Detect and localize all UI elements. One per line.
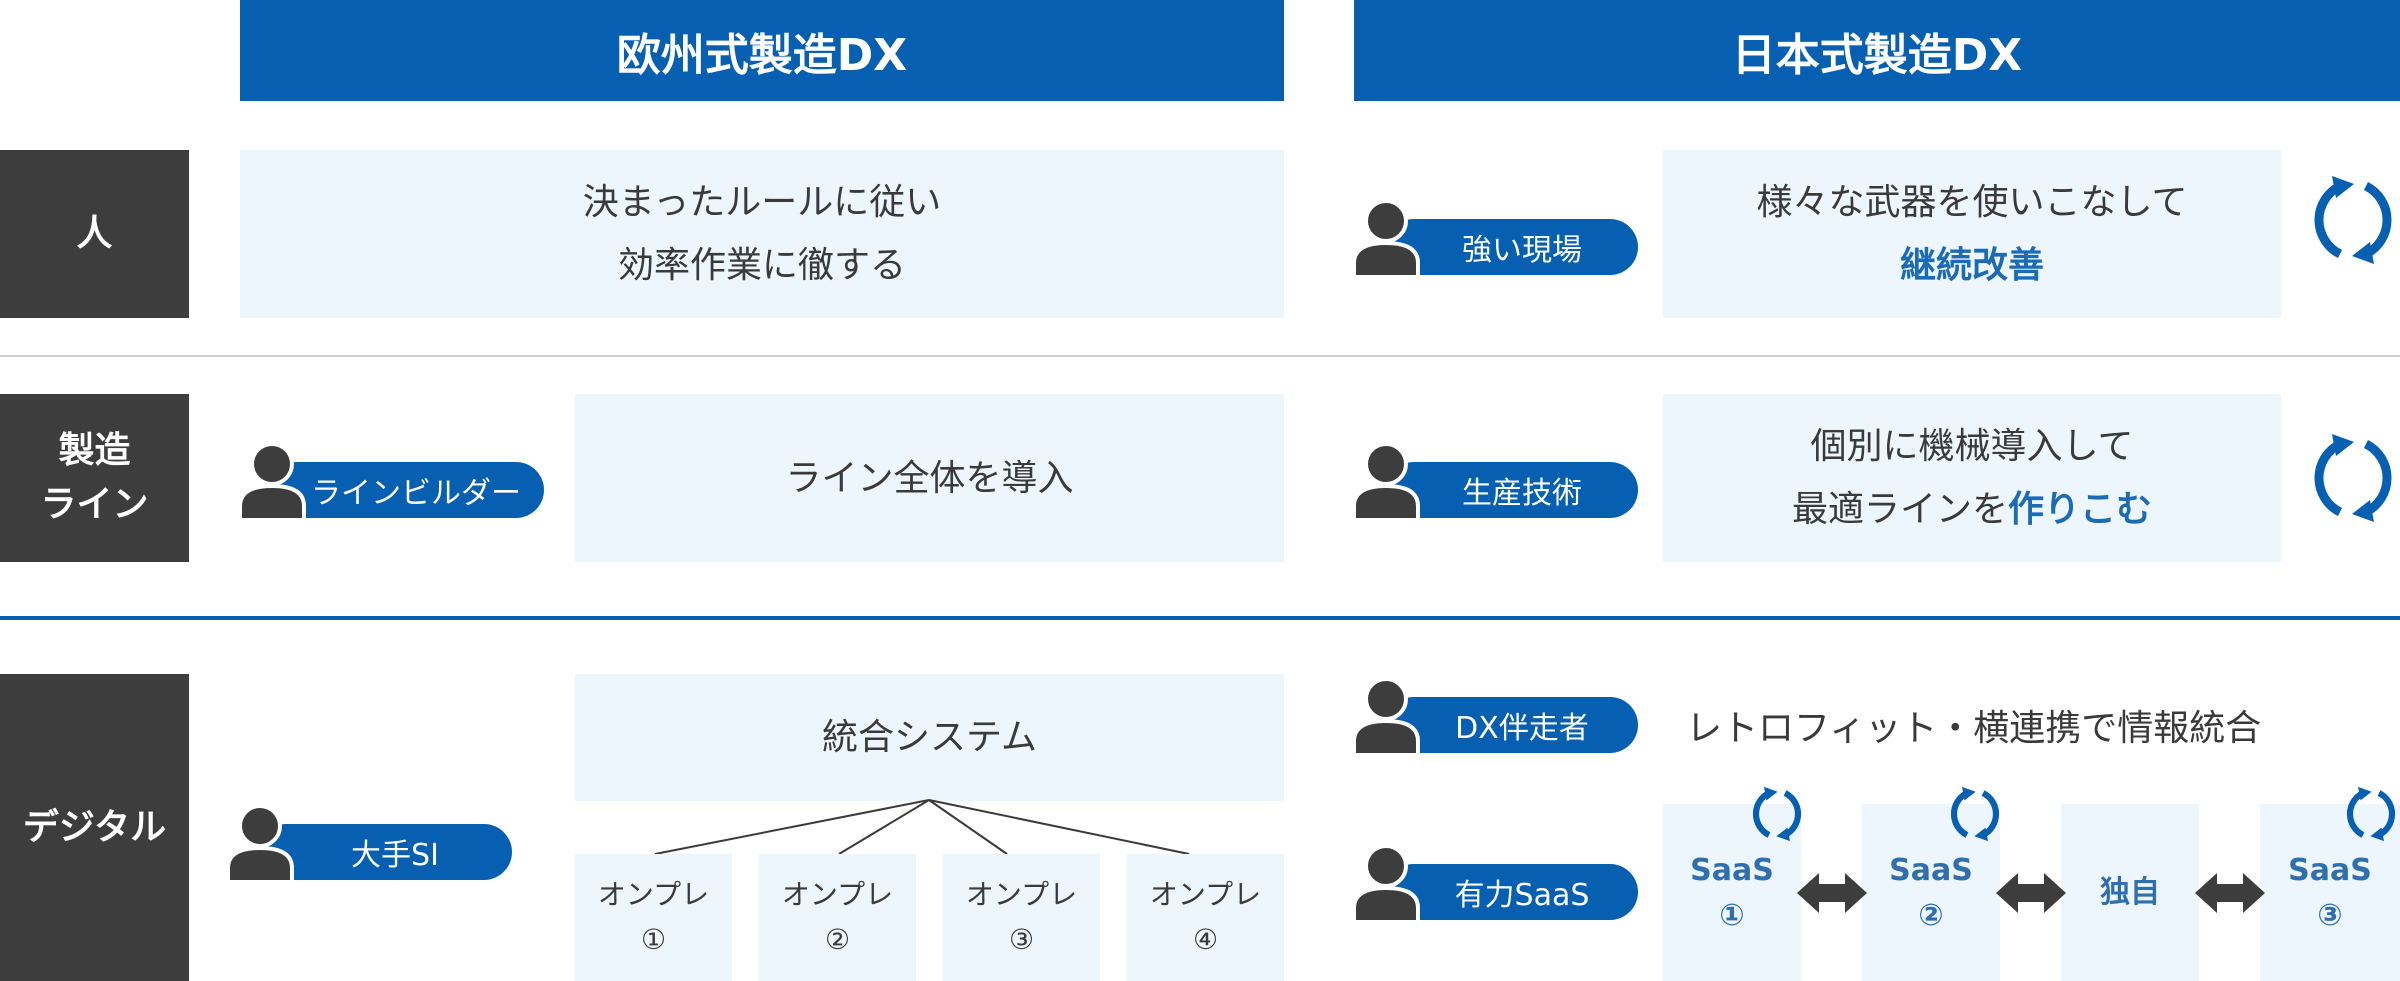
japan-line-line2-pre: 最適ラインを: [1791, 489, 2008, 530]
japan-people-box: 様々な武器を使いこなして 継続改善: [1663, 150, 2281, 318]
double-arrow-icon: [2195, 873, 2265, 913]
onprem-number: ②: [824, 922, 851, 956]
europe-people-box: 決まったルールに従い 効率作業に徹する: [240, 150, 1284, 318]
row-label-digital: デジタル: [0, 674, 189, 981]
onprem-number: ③: [1008, 922, 1035, 956]
onprem-label: オンプレ: [1149, 877, 1262, 911]
role-pill-strong-site-text: 強い現場: [1462, 233, 1582, 268]
saas-number: ①: [1719, 897, 1745, 933]
role-pill-leading-saas-text: 有力SaaS: [1454, 878, 1590, 913]
integrated-system-text: 統合システム: [822, 717, 1037, 758]
row-label-people-text: 人: [76, 213, 113, 254]
europe-people-line2: 効率作業に徹する: [617, 245, 906, 286]
europe-header-text: 欧州式製造DX: [616, 29, 908, 81]
onprem-label: オンプレ: [781, 877, 894, 911]
person-icon: [1352, 844, 1420, 922]
role-pill-strong-site: 強い現場: [1386, 219, 1638, 275]
role-pill-leading-saas: 有力SaaS: [1386, 864, 1638, 920]
person-icon: [1352, 677, 1420, 755]
row-divider-thick: [0, 616, 2400, 620]
retrofit-text-content: レトロフィット・横連携で情報統合: [1686, 708, 2262, 749]
role-pill-major-si-text: 大手SI: [351, 838, 439, 873]
japan-line-box: 個別に機械導入して 最適ラインを作りこむ: [1663, 394, 2281, 562]
cycle-arrows-icon: [2314, 176, 2392, 264]
japan-people-emphasis: 継続改善: [1899, 245, 2044, 286]
japan-line-line1: 個別に機械導入して: [1810, 426, 2134, 467]
saas-label: SaaS: [1889, 852, 1973, 888]
onprem-box: オンプレ ③: [943, 854, 1100, 981]
row-label-people: 人: [0, 150, 189, 318]
cycle-arrows-icon: [1951, 786, 1999, 842]
role-pill-major-si: 大手SI: [258, 824, 512, 880]
system-connector-lines: [654, 799, 1190, 855]
person-icon: [226, 804, 294, 882]
double-arrow-icon: [1797, 873, 1867, 913]
role-pill-production-engineering: 生産技術: [1386, 462, 1638, 518]
person-icon: [1352, 199, 1420, 277]
role-pill-dx-partner-text: DX伴走者: [1455, 711, 1589, 746]
onprem-label: オンプレ: [965, 877, 1078, 911]
saas-number: ③: [2317, 897, 2343, 933]
in-house-box: 独自: [2061, 804, 2199, 981]
japan-line-line2: 最適ラインを作りこむ: [1792, 478, 2152, 541]
role-pill-production-engineering-text: 生産技術: [1462, 476, 1582, 511]
person-icon: [238, 442, 306, 520]
japan-header: 日本式製造DX: [1354, 0, 2400, 101]
japan-header-text: 日本式製造DX: [1731, 29, 2023, 81]
europe-line-text: ライン全体を導入: [785, 457, 1074, 499]
saas-box: SaaS ②: [1862, 804, 2000, 981]
europe-header: 欧州式製造DX: [240, 0, 1284, 101]
row-label-line-text-2: ライン: [40, 484, 149, 525]
saas-number: ②: [1918, 897, 1944, 933]
role-pill-line-builder: ラインビルダー: [268, 462, 544, 518]
saas-label: SaaS: [2288, 852, 2372, 888]
japan-people-line1: 様々な武器を使いこなして: [1756, 182, 2188, 223]
onprem-box: オンプレ ②: [759, 854, 916, 981]
cycle-arrows-icon: [2347, 786, 2395, 842]
row-label-digital-text: デジタル: [22, 806, 167, 848]
row-label-line-text-1: 製造: [58, 430, 131, 471]
row-divider-thin: [0, 355, 2400, 357]
onprem-number: ①: [640, 922, 667, 956]
onprem-label: オンプレ: [597, 877, 710, 911]
role-pill-line-builder-text: ラインビルダー: [311, 476, 521, 511]
onprem-number: ④: [1192, 922, 1219, 956]
europe-people-line1: 決まったルールに従い: [582, 182, 942, 223]
japan-line-emphasis: 作りこむ: [2008, 489, 2153, 530]
row-label-line: 製造 ライン: [0, 394, 189, 562]
role-pill-dx-partner: DX伴走者: [1386, 697, 1638, 753]
person-icon: [1352, 442, 1420, 520]
cycle-arrows-icon: [1753, 786, 1801, 842]
saas-label: SaaS: [1690, 852, 1774, 888]
in-house-label: 独自: [2100, 875, 2160, 910]
double-arrow-icon: [1996, 873, 2066, 913]
onprem-box: オンプレ ④: [1127, 854, 1284, 981]
integrated-system-box: 統合システム: [575, 674, 1284, 801]
europe-line-box: ライン全体を導入: [575, 394, 1284, 562]
cycle-arrows-icon: [2314, 434, 2392, 522]
onprem-box: オンプレ ①: [575, 854, 732, 981]
saas-box: SaaS ①: [1663, 804, 1801, 981]
retrofit-text: レトロフィット・横連携で情報統合: [1686, 695, 2326, 755]
